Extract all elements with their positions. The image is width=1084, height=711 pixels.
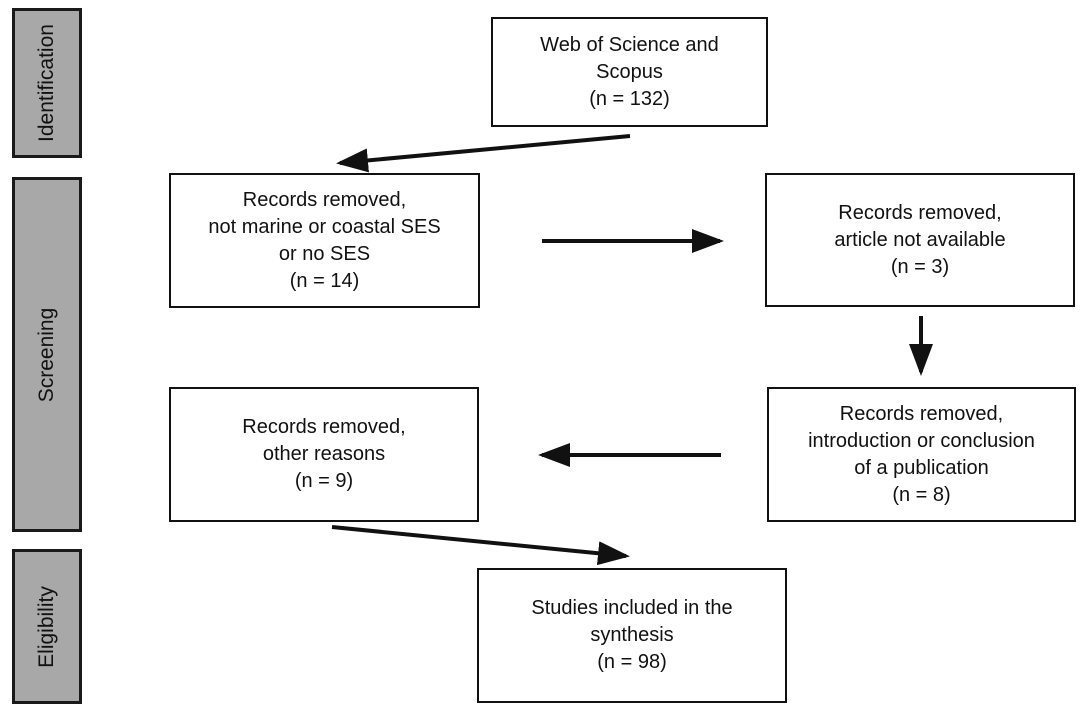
box-line: synthesis <box>590 624 674 646</box>
box-line: Records removed, <box>839 402 1004 425</box>
box-removed-intro-conclusion: Records removed, introduction or conclus… <box>767 387 1076 522</box>
box-line: Records removed, <box>242 188 407 211</box>
box-count: (n = 98) <box>597 651 667 673</box>
box-line: introduction or conclusion <box>808 429 1035 452</box>
box-line: or no SES <box>278 242 371 265</box>
box-count: (n = 8) <box>892 483 951 506</box>
box-count: (n = 132) <box>589 87 670 110</box>
box-line: other reasons <box>262 443 386 465</box>
arrow-other-to-included <box>331 525 630 566</box>
box-line: Records removed, <box>242 416 406 438</box>
arrow-search-to-removed-not-marine <box>336 134 631 173</box>
box-line: article not available <box>834 228 1006 251</box>
box-studies-included: Studies included in the synthesis (n = 9… <box>477 568 787 703</box>
phase-eligibility: Eligibility <box>12 549 82 704</box>
box-line: of a publication <box>854 456 989 479</box>
box-web-of-science-scopus: Web of Science and Scopus (n = 132) <box>491 17 768 127</box>
box-removed-not-available: Records removed, article not available (… <box>765 173 1075 307</box>
box-count: (n = 14) <box>289 269 360 292</box>
box-count: (n = 3) <box>890 255 950 278</box>
phase-identification: Identification <box>12 8 82 158</box>
box-line: Web of Science and <box>540 33 719 56</box>
box-removed-other: Records removed, other reasons (n = 9) <box>169 387 479 522</box>
box-removed-not-marine: Records removed, not marine or coastal S… <box>169 173 480 308</box>
box-line: Studies included in the <box>531 597 733 619</box>
box-count: (n = 9) <box>294 470 354 492</box>
phase-screening: Screening <box>12 177 82 532</box>
box-line: Scopus <box>596 60 663 83</box>
box-line: not marine or coastal SES <box>208 215 441 238</box>
box-line: Records removed, <box>838 201 1002 224</box>
